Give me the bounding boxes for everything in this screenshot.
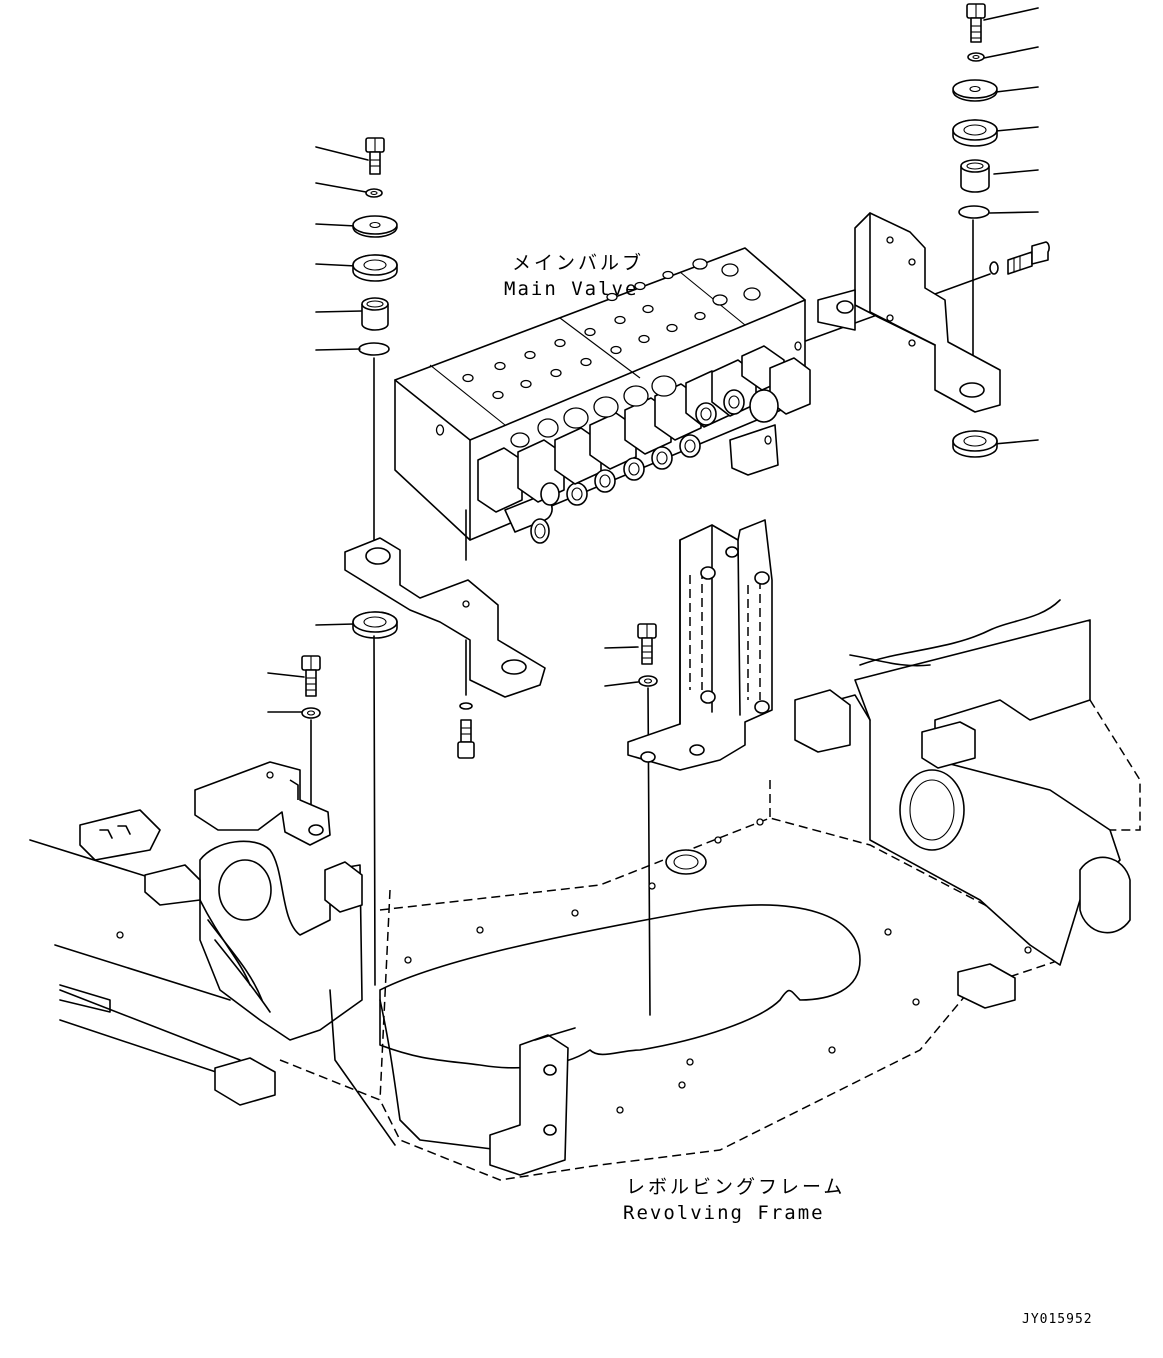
- frame-holes: [116, 818, 1032, 1114]
- left-swing-bracket: [199, 840, 363, 1041]
- spool-caps: [477, 345, 811, 544]
- main-valve-body: [394, 247, 811, 544]
- revolving-frame: [116, 599, 1141, 1181]
- left-valve-bracket: [344, 509, 546, 759]
- drawing-code: JY015952: [1022, 1312, 1093, 1327]
- valve-ports: [435, 258, 802, 436]
- left-arm: [29, 809, 276, 1106]
- revolving-frame-label-jp: レボルビングフレーム: [626, 1176, 846, 1198]
- lower-left-hardware: [301, 655, 321, 831]
- left-hardware-stack: [352, 137, 398, 986]
- right-valve-bracket: [817, 212, 1001, 413]
- center-vertical-bracket: [627, 519, 773, 771]
- left-bracket-plate: [194, 761, 331, 846]
- right-hardware-stack: [952, 3, 998, 458]
- callout-leaders: [267, 7, 1039, 713]
- main-valve-label-en: Main Valve: [504, 278, 639, 300]
- revolving-frame-label-en: Revolving Frame: [623, 1202, 825, 1224]
- main-valve-label-jp: メインバルブ: [512, 252, 645, 274]
- center-hardware: [637, 623, 658, 1016]
